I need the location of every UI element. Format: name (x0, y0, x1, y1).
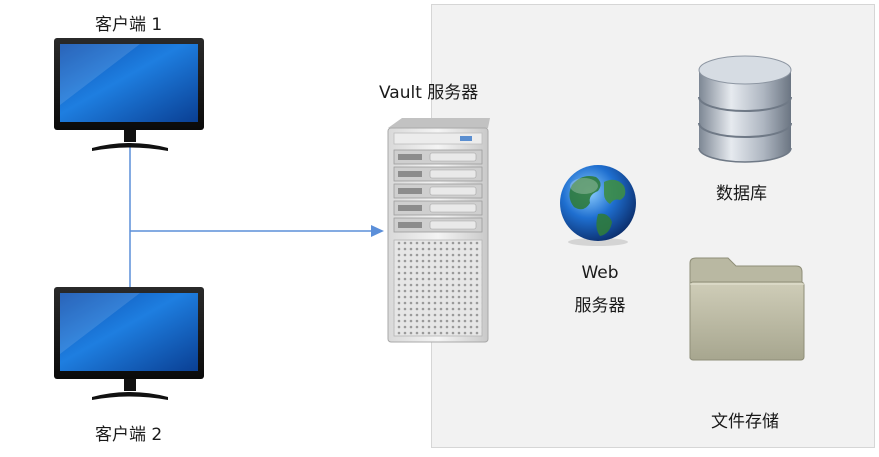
file-storage-label: 文件存储 (711, 407, 779, 432)
monitor-icon (54, 287, 204, 400)
client-2-label: 客户端 2 (95, 420, 162, 445)
arrow-head-icon (371, 225, 384, 237)
monitor-icon (54, 38, 204, 151)
database-label: 数据库 (716, 179, 767, 204)
connector-lines (130, 145, 384, 290)
globe-icon (560, 165, 636, 246)
vault-server-label: Vault 服务器 (379, 78, 478, 103)
folder-icon (690, 258, 804, 360)
client-1-label: 客户端 1 (95, 10, 162, 35)
server-tower-icon (388, 118, 490, 342)
web-server-label-line1: Web (570, 263, 630, 283)
database-icon (699, 56, 791, 162)
web-server-label-line2: 服务器 (565, 291, 635, 316)
